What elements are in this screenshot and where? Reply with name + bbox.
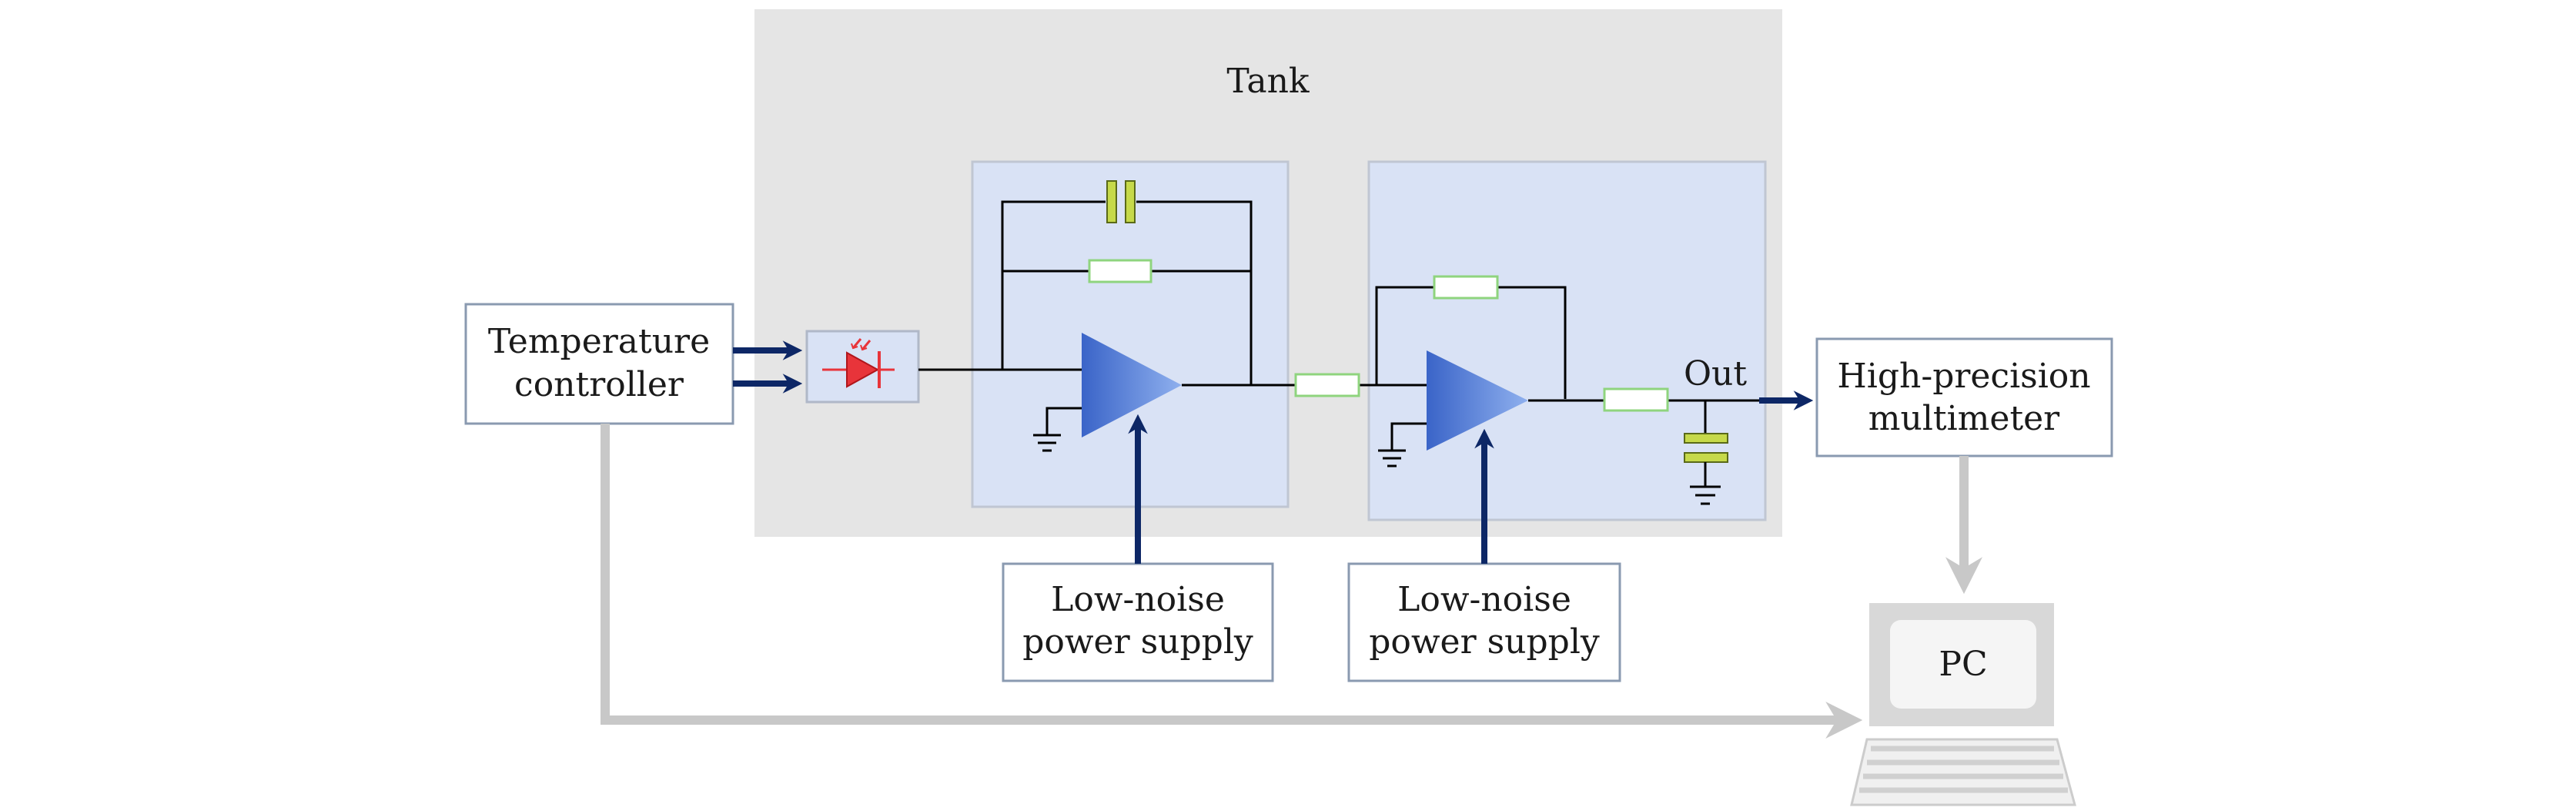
power-supply-1: Low-noise power supply bbox=[1002, 562, 1274, 682]
output-label: Out bbox=[1684, 354, 1747, 394]
power-supply-2-line2: power supply bbox=[1369, 622, 1600, 662]
resistor-icon bbox=[1088, 259, 1153, 283]
temperature-controller-line1: Temperature bbox=[488, 322, 710, 361]
pc-screen bbox=[1890, 620, 2036, 709]
photodiode-icon bbox=[822, 338, 895, 388]
computer-icon: PC bbox=[1850, 603, 2076, 806]
power-supply-2-line1: Low-noise bbox=[1397, 580, 1571, 619]
arrow-controller-to-pc bbox=[601, 424, 1863, 739]
ground-wire-1 bbox=[1045, 407, 1086, 435]
stage-1-circuit bbox=[918, 180, 1293, 452]
ground-icon bbox=[1033, 434, 1061, 452]
power-supply-1-line2: power supply bbox=[1022, 622, 1253, 662]
pc-label: PC bbox=[1939, 645, 1987, 684]
tank-label: Tank bbox=[1226, 62, 1310, 101]
power-supply-2: Low-noise power supply bbox=[1347, 562, 1621, 682]
capacitor-icon bbox=[1106, 180, 1117, 223]
temperature-controller: Temperature controller bbox=[464, 303, 734, 425]
capacitor-icon bbox=[1684, 433, 1728, 444]
multimeter-line1: High-precision bbox=[1837, 357, 2090, 396]
op-amp-icon bbox=[1427, 350, 1528, 451]
power-supply-1-line1: Low-noise bbox=[1051, 580, 1225, 619]
ground-wire-2 bbox=[1390, 422, 1428, 451]
ground-icon bbox=[1378, 449, 1406, 467]
resistor-icon bbox=[1433, 275, 1499, 300]
power-supply-1-box bbox=[1002, 562, 1274, 682]
resistor-icon bbox=[1603, 387, 1669, 412]
multimeter-box bbox=[1815, 337, 2113, 457]
stage-2-circuit: Out bbox=[1375, 275, 1763, 505]
photodiode bbox=[805, 330, 920, 404]
temperature-controller-box bbox=[464, 303, 734, 425]
ground-icon bbox=[1690, 485, 1721, 505]
multimeter-line2: multimeter bbox=[1868, 399, 2060, 438]
multimeter: High-precision multimeter bbox=[1815, 337, 2113, 457]
resistor-icon bbox=[1294, 373, 1360, 397]
power-supply-2-box bbox=[1347, 562, 1621, 682]
temperature-controller-line2: controller bbox=[514, 365, 684, 404]
op-amp-icon bbox=[1082, 333, 1182, 437]
